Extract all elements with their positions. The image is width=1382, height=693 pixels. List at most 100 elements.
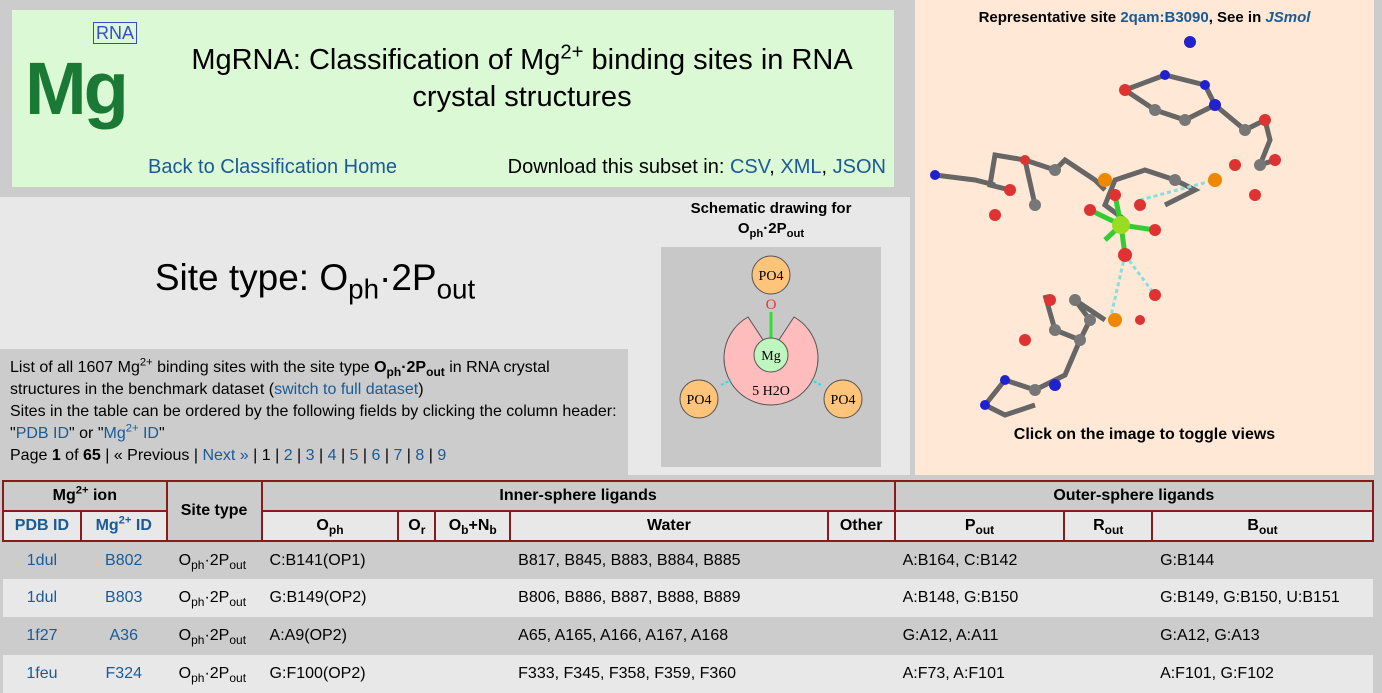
obnb-cell bbox=[435, 541, 511, 579]
site-type-section: Site type: Oph·2Pout List of all 1607 Mg… bbox=[0, 197, 910, 475]
column-pout: Pout bbox=[893, 510, 1066, 542]
representative-title: Representative site 2qam:B3090, See in J… bbox=[978, 9, 1311, 26]
pout-cell: A:B164, C:B142 bbox=[894, 541, 1065, 579]
or-cell bbox=[398, 617, 436, 655]
column-or: Or bbox=[397, 510, 437, 542]
site-type-cell: Oph·2Pout bbox=[166, 579, 262, 617]
water-cell: A65, A165, A166, A167, A168 bbox=[510, 617, 828, 655]
page-link[interactable]: 8 bbox=[415, 447, 425, 464]
rout-cell bbox=[1064, 579, 1153, 617]
sort-pdb-link[interactable]: PDB ID bbox=[15, 425, 70, 442]
svg-text:O: O bbox=[766, 297, 777, 313]
bout-cell: G:B144 bbox=[1152, 541, 1373, 579]
obnb-cell bbox=[435, 655, 511, 693]
pdb-id-cell[interactable]: 1f27 bbox=[3, 617, 81, 655]
download-links: Download this subset in: CSV, XML, JSON bbox=[507, 156, 886, 178]
binding-sites-table: Mg2+ ion Site type Inner-sphere ligands … bbox=[2, 480, 1375, 693]
other-cell bbox=[827, 655, 895, 693]
schematic-drawing: Mg 5 H2O O PO4 PO4 PO4 bbox=[661, 247, 881, 467]
sort-mg-link[interactable]: Mg2+ ID bbox=[103, 422, 159, 442]
or-cell bbox=[398, 579, 436, 617]
column-pdb-id[interactable]: PDB ID bbox=[2, 510, 82, 542]
other-cell bbox=[827, 617, 895, 655]
page-link[interactable]: 3 bbox=[305, 447, 315, 464]
or-cell bbox=[398, 655, 436, 693]
column-other: Other bbox=[826, 510, 896, 542]
site-type-cell: Oph·2Pout bbox=[166, 655, 262, 693]
column-ob-nb: Ob+Nb bbox=[434, 510, 512, 542]
page-link[interactable]: 2 bbox=[283, 447, 293, 464]
pdb-id-cell[interactable]: 1feu bbox=[3, 655, 81, 693]
page-title: MgRNA: Classification of Mg2+ binding si… bbox=[191, 41, 853, 113]
mg-id-cell[interactable]: F324 bbox=[80, 655, 167, 693]
rout-cell bbox=[1064, 655, 1153, 693]
site-type-cell: Oph·2Pout bbox=[166, 617, 262, 655]
other-cell bbox=[827, 541, 895, 579]
oph-cell: C:B141(OP1) bbox=[261, 541, 399, 579]
jsmol-link[interactable]: JSmol bbox=[1265, 9, 1311, 26]
header-outer-sphere: Outer-sphere ligands bbox=[893, 480, 1375, 512]
obnb-cell bbox=[435, 617, 511, 655]
pout-cell: A:B148, G:B150 bbox=[894, 579, 1065, 617]
svg-text:PO4: PO4 bbox=[759, 269, 784, 284]
description-box: List of all 1607 Mg2+ binding sites with… bbox=[0, 349, 628, 475]
or-cell bbox=[398, 541, 436, 579]
mg-id-cell[interactable]: B802 bbox=[80, 541, 167, 579]
logo-text: Mg bbox=[25, 47, 129, 130]
page-link[interactable]: 7 bbox=[393, 447, 403, 464]
header-site-type: Site type bbox=[165, 480, 263, 542]
prev-page-disabled: « Previous bbox=[113, 447, 190, 464]
pagination: Page 1 of 65 | « Previous | Next » | 1 |… bbox=[10, 447, 447, 464]
header-mg-ion: Mg2+ ion bbox=[2, 480, 168, 512]
bout-cell: G:A12, G:A13 bbox=[1152, 617, 1373, 655]
mg-id-cell[interactable]: B803 bbox=[80, 579, 167, 617]
obnb-cell bbox=[435, 579, 511, 617]
toggle-view-hint: Click on the image to toggle views bbox=[1013, 426, 1276, 443]
download-csv-link[interactable]: CSV bbox=[729, 156, 770, 178]
page-link[interactable]: 4 bbox=[327, 447, 337, 464]
water-cell: F333, F345, F358, F359, F360 bbox=[510, 655, 828, 693]
column-mg-id[interactable]: Mg2+ ID bbox=[79, 510, 168, 542]
switch-dataset-link[interactable]: switch to full dataset bbox=[274, 381, 419, 398]
mgrna-logo: RNA Mg bbox=[25, 22, 138, 132]
pdb-id-cell[interactable]: 1dul bbox=[3, 579, 81, 617]
next-page-link[interactable]: Next » bbox=[202, 447, 249, 464]
column-water: Water bbox=[509, 510, 829, 542]
pout-cell: A:F73, A:F101 bbox=[894, 655, 1065, 693]
rout-cell bbox=[1064, 541, 1153, 579]
page-link[interactable]: 5 bbox=[349, 447, 359, 464]
oph-cell: A:A9(OP2) bbox=[261, 617, 399, 655]
oph-cell: G:B149(OP2) bbox=[261, 579, 399, 617]
logo-badge: RNA bbox=[93, 22, 138, 44]
oph-cell: G:F100(OP2) bbox=[261, 655, 399, 693]
water-cell: B817, B845, B883, B884, B885 bbox=[510, 541, 828, 579]
svg-text:Mg: Mg bbox=[761, 349, 780, 364]
svg-text:PO4: PO4 bbox=[687, 393, 712, 408]
water-cell: B806, B886, B887, B888, B889 bbox=[510, 579, 828, 617]
download-xml-link[interactable]: XML bbox=[780, 156, 822, 178]
other-cell bbox=[827, 579, 895, 617]
bout-cell: G:B149, G:B150, U:B151 bbox=[1152, 579, 1373, 617]
header-banner: RNA Mg MgRNA: Classification of Mg2+ bin… bbox=[12, 10, 894, 187]
svg-text:5 H2O: 5 H2O bbox=[752, 384, 790, 399]
svg-text:PO4: PO4 bbox=[831, 393, 856, 408]
representative-site-link[interactable]: 2qam:B3090 bbox=[1120, 9, 1209, 26]
column-oph: Oph bbox=[260, 510, 400, 542]
download-json-link[interactable]: JSON bbox=[832, 156, 886, 178]
back-to-home-link[interactable]: Back to Classification Home bbox=[148, 156, 397, 178]
page-link[interactable]: 6 bbox=[371, 447, 381, 464]
pout-cell: G:A12, A:A11 bbox=[894, 617, 1065, 655]
site-type-cell: Oph·2Pout bbox=[166, 541, 262, 579]
page-link[interactable]: 9 bbox=[437, 447, 447, 464]
molecule-image[interactable] bbox=[915, 30, 1374, 420]
pdb-id-cell[interactable]: 1dul bbox=[3, 541, 81, 579]
header-inner-sphere: Inner-sphere ligands bbox=[260, 480, 896, 512]
page-1-current: 1 bbox=[261, 447, 271, 464]
mg-id-cell[interactable]: A36 bbox=[80, 617, 167, 655]
column-bout: Bout bbox=[1151, 510, 1374, 542]
